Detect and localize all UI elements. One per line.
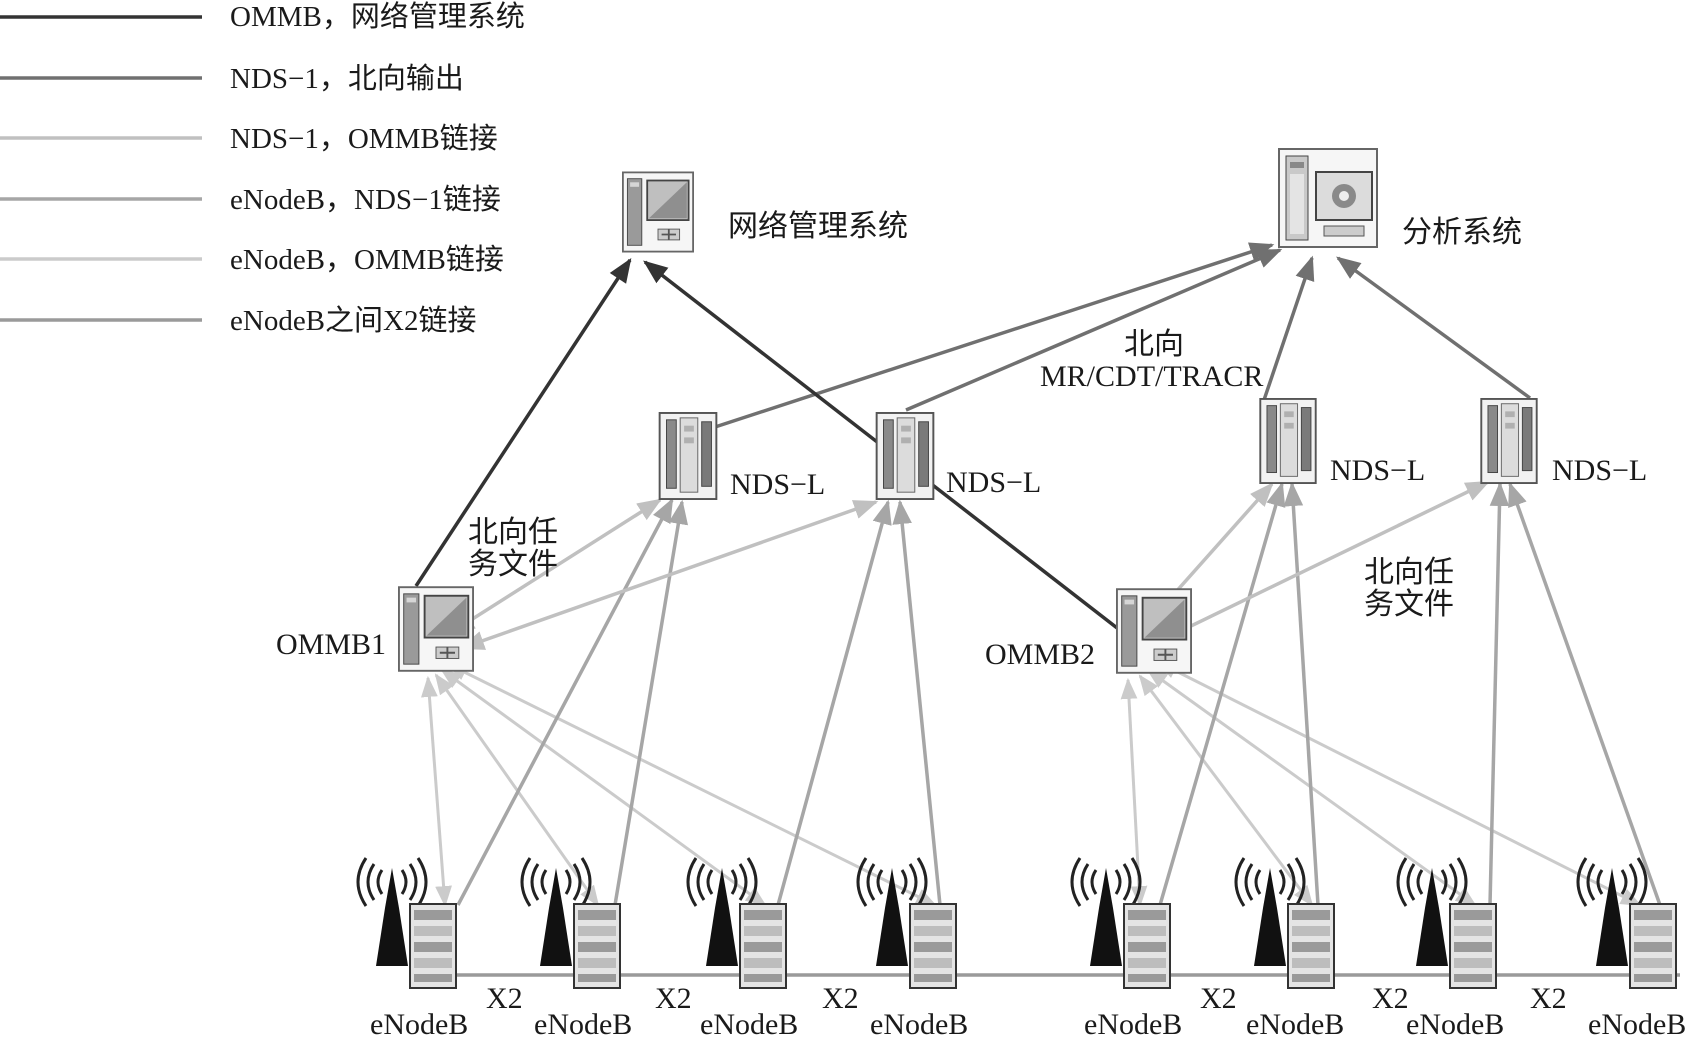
base-station-icon bbox=[1576, 856, 1678, 990]
enodeb-node: eNodeB bbox=[520, 856, 632, 1041]
enodeb-node: eNodeB bbox=[1576, 856, 1686, 1041]
x2-label: X2 bbox=[822, 982, 859, 1015]
x2-label: X2 bbox=[486, 982, 523, 1015]
task-annotation-right-line2: 务文件 bbox=[1364, 588, 1454, 621]
enb-ommb-links bbox=[421, 660, 1642, 908]
legend-item-x2: eNodeB之间X2链接 bbox=[0, 304, 476, 337]
server-icon bbox=[1480, 398, 1538, 484]
nds-north-links bbox=[711, 242, 1532, 430]
legend-label: OMMB，网络管理系统 bbox=[230, 0, 525, 33]
ommb-node: OMMB1 bbox=[276, 586, 474, 672]
enb-nds-links bbox=[456, 481, 1662, 906]
enodeb-label: eNodeB bbox=[1406, 1008, 1504, 1041]
enodeb-label: eNodeB bbox=[1084, 1008, 1182, 1041]
nds-node: NDS−L bbox=[1259, 398, 1425, 487]
enodeb-label: eNodeB bbox=[534, 1008, 632, 1041]
enodeb-node: eNodeB bbox=[856, 856, 968, 1041]
legend-label: eNodeB，NDS−1链接 bbox=[230, 183, 501, 216]
enodeb-node: eNodeB bbox=[686, 856, 798, 1041]
ommb-node: OMMB2 bbox=[985, 588, 1192, 674]
nds-ommb-links bbox=[449, 480, 1491, 650]
enodeb-node: eNodeB bbox=[1234, 856, 1344, 1041]
base-station-icon bbox=[686, 856, 788, 990]
base-station-icon bbox=[1396, 856, 1498, 990]
enodeb-label: eNodeB bbox=[1588, 1008, 1686, 1041]
computer-icon bbox=[622, 171, 694, 253]
enodeb-node: eNodeB bbox=[1396, 856, 1504, 1041]
computer-icon bbox=[1116, 588, 1192, 674]
analysis-workstation-icon bbox=[1278, 148, 1378, 248]
task-annotation-right-line1: 北向任 bbox=[1364, 556, 1454, 589]
legend-item-nds-north: NDS−1，北向输出 bbox=[0, 62, 464, 95]
nds-node: NDS−L bbox=[875, 412, 1041, 500]
north-annotation-line2: MR/CDT/TRACR bbox=[1040, 360, 1263, 393]
x2-label: X2 bbox=[1200, 982, 1237, 1015]
server-icon bbox=[875, 412, 935, 500]
server-icon bbox=[658, 412, 718, 500]
nds-label: NDS−L bbox=[946, 466, 1041, 499]
annotations: 北向 MR/CDT/TRACR 北向任 务文件 北向任 务文件 bbox=[468, 328, 1454, 621]
nms-label: 网络管理系统 bbox=[728, 210, 908, 243]
analysis-node: 分析系统 bbox=[1278, 148, 1522, 249]
nds-node: NDS−L bbox=[658, 412, 825, 501]
legend-label: eNodeB，OMMB链接 bbox=[230, 243, 504, 276]
legend-label: NDS−1，北向输出 bbox=[230, 62, 464, 95]
legend-label: eNodeB之间X2链接 bbox=[230, 304, 476, 337]
enodeb-node: eNodeB bbox=[356, 856, 468, 1041]
nms-node: 网络管理系统 bbox=[622, 171, 908, 253]
nds-node: NDS−L bbox=[1480, 398, 1647, 487]
north-annotation-line1: 北向 bbox=[1124, 328, 1184, 361]
legend: OMMB，网络管理系统 NDS−1，北向输出 NDS−1，OMMB链接 eNod… bbox=[0, 0, 525, 337]
x2-label: X2 bbox=[655, 982, 692, 1015]
analysis-label: 分析系统 bbox=[1402, 216, 1522, 249]
ommb-label: OMMB1 bbox=[276, 628, 386, 661]
task-annotation-left-line1: 北向任 bbox=[468, 516, 558, 549]
ommb-nms-links bbox=[414, 257, 1132, 640]
enodeb-node: eNodeB bbox=[1070, 856, 1182, 1041]
computer-icon bbox=[398, 586, 474, 672]
enodeb-label: eNodeB bbox=[370, 1008, 468, 1041]
nds-label: NDS−L bbox=[1552, 454, 1647, 487]
legend-item-nds-ommb: NDS−1，OMMB链接 bbox=[0, 122, 498, 155]
server-icon bbox=[1259, 398, 1317, 484]
base-station-icon bbox=[1070, 856, 1172, 990]
base-station-icon bbox=[1234, 856, 1336, 990]
enodeb-label: eNodeB bbox=[1246, 1008, 1344, 1041]
legend-label: NDS−1，OMMB链接 bbox=[230, 122, 498, 155]
enodeb-label: eNodeB bbox=[870, 1008, 968, 1041]
enodeb-label: eNodeB bbox=[700, 1008, 798, 1041]
legend-item-ommb-nms: OMMB，网络管理系统 bbox=[0, 0, 525, 33]
legend-item-enb-ommb: eNodeB，OMMB链接 bbox=[0, 243, 504, 276]
enodeb-nodes: eNodeB eNodeB eNodeB eNodeB eNodeB eNode… bbox=[356, 856, 1686, 1041]
base-station-icon bbox=[856, 856, 958, 990]
task-annotation-left-line2: 务文件 bbox=[468, 548, 558, 581]
x2-links: X2 X2 X2 X2 X2 X2 bbox=[440, 973, 1680, 1015]
base-station-icon bbox=[356, 856, 458, 990]
base-station-icon bbox=[520, 856, 622, 990]
ommb-label: OMMB2 bbox=[985, 638, 1095, 671]
x2-label: X2 bbox=[1530, 982, 1567, 1015]
nds-label: NDS−L bbox=[730, 468, 825, 501]
nds-label: NDS−L bbox=[1330, 454, 1425, 487]
legend-item-enb-nds: eNodeB，NDS−1链接 bbox=[0, 183, 501, 216]
x2-label: X2 bbox=[1372, 982, 1409, 1015]
